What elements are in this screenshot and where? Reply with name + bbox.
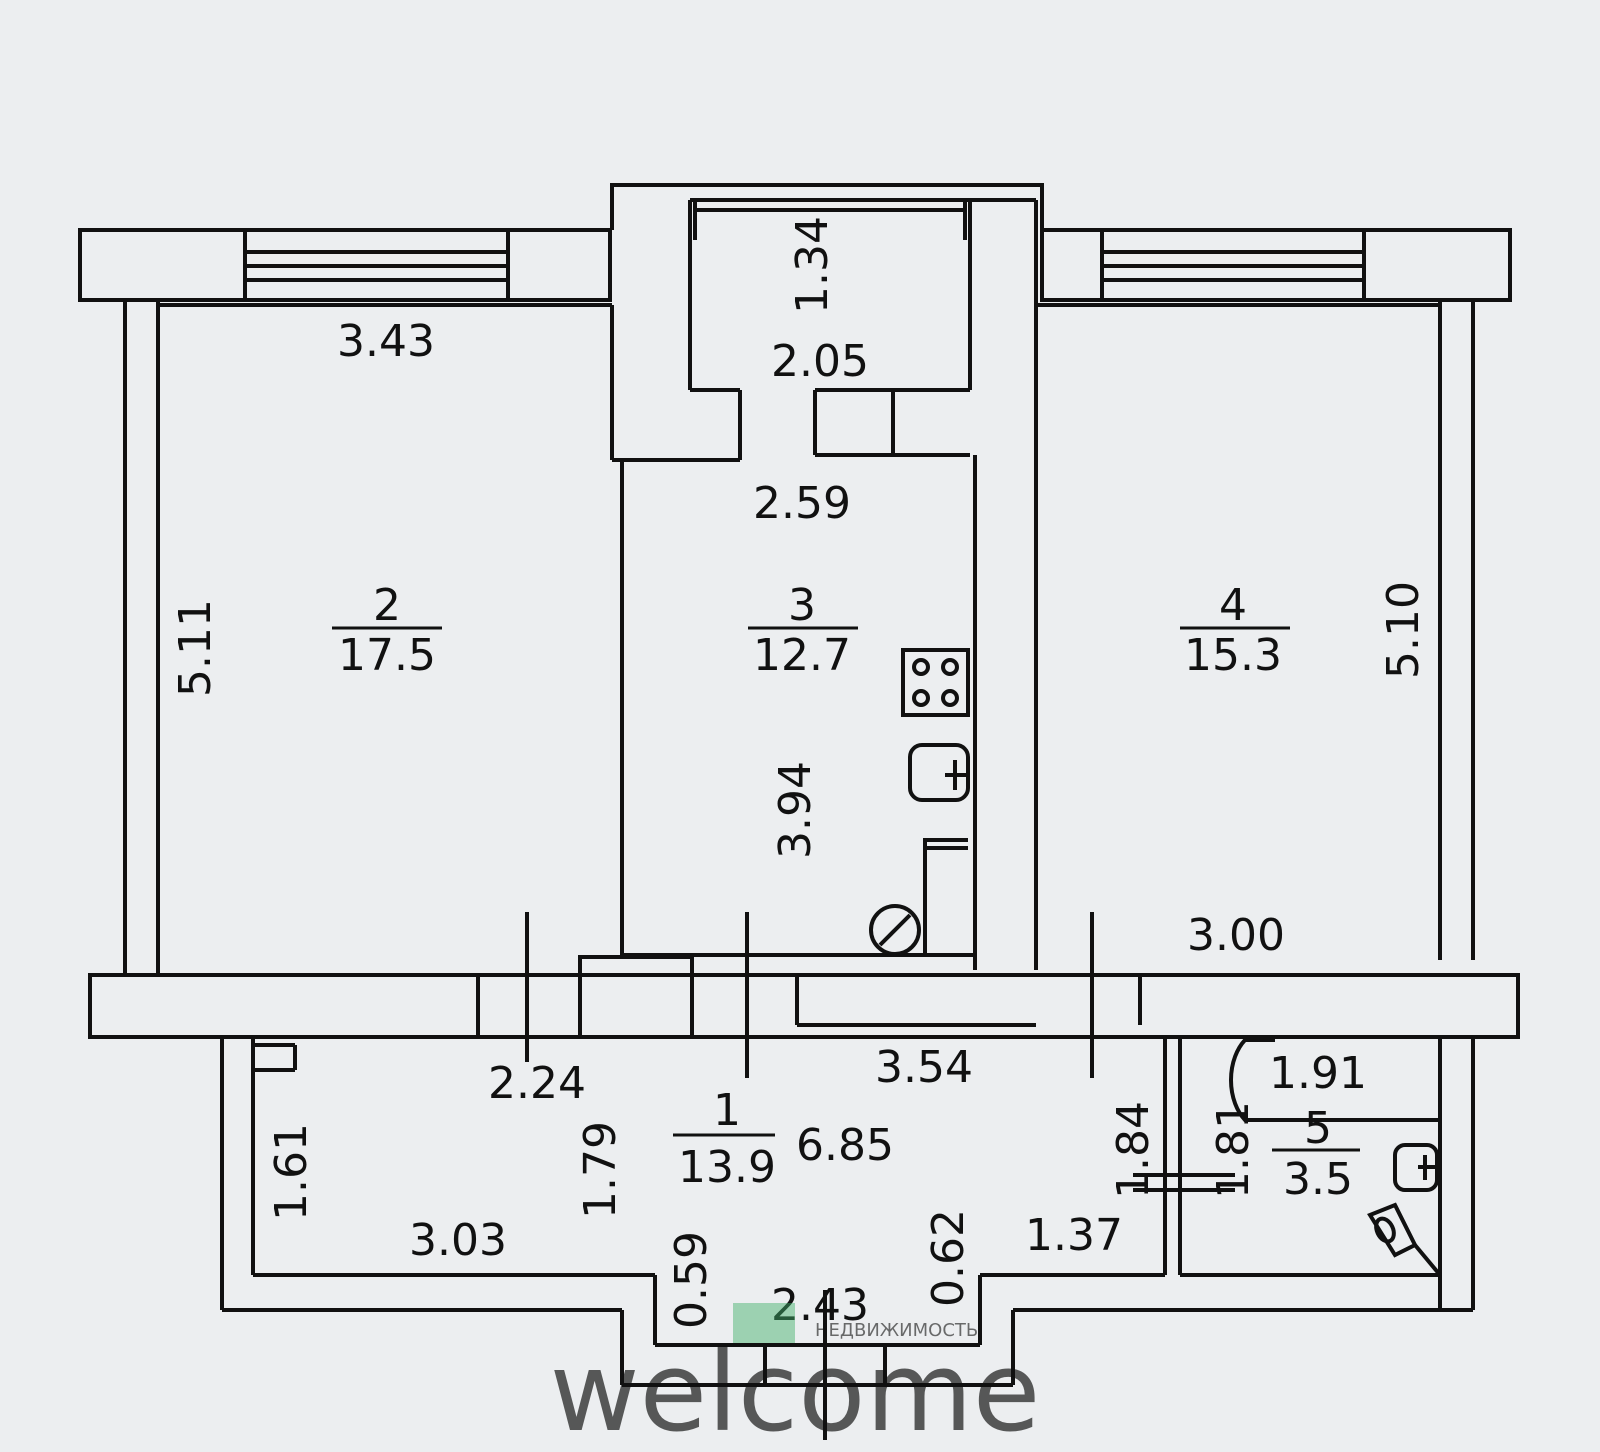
room-5-walls bbox=[1133, 1035, 1475, 1310]
middle-wall-band bbox=[88, 912, 1520, 1078]
dim-hall-a: 2.24 bbox=[488, 1058, 586, 1109]
dim-hall-j: 1.37 bbox=[1025, 1210, 1123, 1261]
dim-room4-length: 5.10 bbox=[1378, 581, 1429, 679]
watermark-brand-large: welcome bbox=[550, 1328, 1041, 1452]
dim-hall-d: 1.79 bbox=[575, 1121, 626, 1219]
dim-kitchen-width: 2.59 bbox=[753, 478, 851, 529]
dim-hall-e: 6.85 bbox=[796, 1120, 894, 1171]
room-3-area: 12.7 bbox=[753, 630, 851, 681]
room-2-walls bbox=[123, 300, 614, 975]
dim-hall-h: 0.59 bbox=[666, 1231, 717, 1329]
room-2-number: 2 bbox=[373, 580, 401, 631]
gas-boiler-icon bbox=[869, 904, 921, 956]
room-4-number: 4 bbox=[1219, 580, 1247, 631]
room-5-area: 3.5 bbox=[1283, 1154, 1353, 1205]
dim-hall-c: 1.61 bbox=[266, 1123, 317, 1221]
window-left bbox=[78, 228, 612, 302]
dim-hall-b: 3.54 bbox=[875, 1042, 973, 1093]
dim-hall-g: 3.03 bbox=[409, 1215, 507, 1266]
bath-sink-icon bbox=[1393, 1143, 1439, 1192]
dim-loggia-width: 2.05 bbox=[771, 336, 869, 387]
room-2-area: 17.5 bbox=[338, 630, 436, 681]
dim-kitchen-length: 3.94 bbox=[770, 761, 821, 859]
watermark: НЕДВИЖИМОСТЬ welcome bbox=[550, 1303, 1041, 1452]
window-right bbox=[1040, 228, 1512, 302]
room-1-area: 13.9 bbox=[678, 1142, 776, 1193]
room-1-walls bbox=[220, 1037, 1473, 1440]
dim-room2-width: 3.43 bbox=[337, 316, 435, 367]
room-4-walls bbox=[1034, 300, 1475, 970]
kitchen-counter bbox=[923, 838, 968, 955]
room-3-walls bbox=[620, 455, 977, 970]
dim-room4-width: 3.00 bbox=[1187, 910, 1285, 961]
watermark-logo-icon bbox=[733, 1303, 795, 1343]
watermark-brand-small: НЕДВИЖИМОСТЬ bbox=[815, 1320, 978, 1341]
room-5-number: 5 bbox=[1304, 1103, 1332, 1154]
room-4-area: 15.3 bbox=[1184, 630, 1282, 681]
toilet-icon bbox=[1367, 1202, 1442, 1277]
stove-icon bbox=[901, 648, 970, 717]
dim-hall-i: 0.62 bbox=[923, 1209, 974, 1307]
room-3-number: 3 bbox=[788, 580, 816, 631]
dim-hall-k: 2.43 bbox=[771, 1280, 869, 1331]
dim-bath-b: 1.81 bbox=[1208, 1101, 1259, 1199]
dim-hall-f: 1.84 bbox=[1108, 1101, 1159, 1199]
dim-loggia-depth: 1.34 bbox=[787, 216, 838, 314]
dim-room2-length: 5.11 bbox=[170, 599, 221, 697]
loggia-walls bbox=[610, 183, 1044, 462]
room-1-number: 1 bbox=[713, 1085, 741, 1136]
kitchen-sink-icon bbox=[908, 743, 970, 802]
dim-bath-a: 1.91 bbox=[1269, 1048, 1367, 1099]
